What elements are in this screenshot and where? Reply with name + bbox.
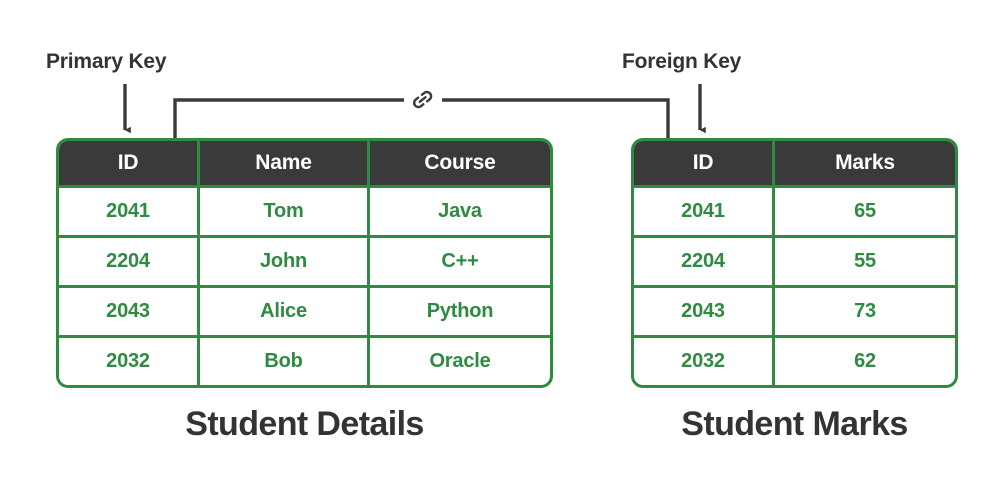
cell-marks: 55 [775, 238, 955, 288]
cell-course: Python [370, 288, 550, 338]
student-details-caption: Student Details [185, 405, 424, 443]
primary-key-label: Primary Key [46, 50, 167, 73]
column-header-name: Name [200, 141, 370, 188]
chain-link-icon [404, 85, 442, 115]
cell-id: 2032 [59, 338, 200, 385]
cell-name: Tom [200, 188, 370, 238]
cell-marks: 62 [854, 350, 876, 372]
column-header-course: Course [370, 141, 550, 188]
cell-id: 2043 [634, 288, 775, 338]
cell-id: 2043 [59, 288, 200, 338]
table-row: 2043 73 [634, 288, 955, 338]
table-row: 2041 Tom Java [59, 188, 550, 238]
cell-id: 2204 [59, 238, 200, 288]
cell-id: 2041 [59, 188, 200, 238]
cell-name: Alice [200, 288, 370, 338]
cell-id: 2041 [634, 188, 775, 238]
student-marks-caption: Student Marks [681, 405, 908, 443]
student-details-table: ID Name Course 2041 Tom Java 2204 John C… [56, 138, 553, 388]
table-row: 2204 55 [634, 238, 955, 288]
table-row: 2032 62 [634, 338, 955, 385]
table-row: 2043 Alice Python [59, 288, 550, 338]
cell-marks: 73 [775, 288, 955, 338]
cell-name: John [200, 238, 370, 288]
cell-course: Oracle [429, 350, 491, 372]
cell-course: C++ [370, 238, 550, 288]
cell-name: Bob [200, 338, 370, 385]
column-header-id: ID [59, 141, 200, 188]
table-row: 2032 Bob Oracle [59, 338, 550, 385]
cell-marks: 65 [775, 188, 955, 238]
table-header-row: ID Name Course [59, 141, 550, 188]
column-header-marks: Marks [775, 141, 955, 188]
column-header-id: ID [634, 141, 775, 188]
foreign-key-label: Foreign Key [622, 50, 742, 73]
table-row: 2041 65 [634, 188, 955, 238]
cell-id: 2204 [634, 238, 775, 288]
table-header-row: ID Marks [634, 141, 955, 188]
table-row: 2204 John C++ [59, 238, 550, 288]
student-marks-table: ID Marks 2041 65 2204 55 2043 73 2 [631, 138, 958, 388]
cell-id: 2032 [634, 338, 775, 385]
cell-course: Java [370, 188, 550, 238]
